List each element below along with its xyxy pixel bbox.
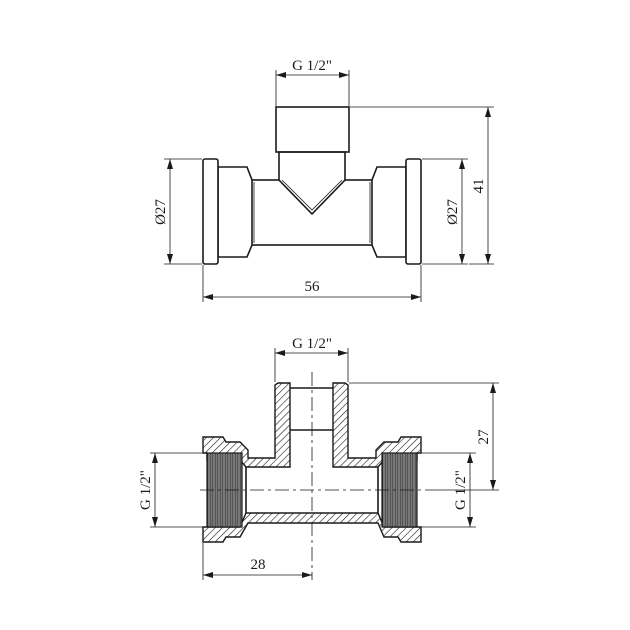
- dim-height: 41: [350, 106, 494, 265]
- label-section-branch-thread: G 1/2": [292, 336, 332, 352]
- dim-half-length: 28: [202, 543, 312, 580]
- dim-right-diameter: Ø27: [422, 158, 468, 265]
- label-left-thread: G 1/2": [138, 470, 154, 510]
- dim-length: 56: [202, 265, 422, 302]
- label-half-length: 28: [251, 557, 266, 573]
- dim-left-diameter: Ø27: [153, 158, 202, 265]
- tee-section: [200, 372, 425, 580]
- dim-left-thread: G 1/2": [138, 452, 206, 528]
- dim-top-branch-thread: G 1/2": [275, 58, 350, 106]
- label-height: 41: [471, 179, 487, 194]
- label-left-diameter: Ø27: [153, 199, 169, 225]
- label-right-diameter: Ø27: [445, 199, 461, 225]
- label-branch-height: 27: [476, 429, 492, 445]
- section-view: G 1/2" G 1/2" G 1/2" 27 28: [138, 336, 499, 580]
- label-length: 56: [305, 279, 321, 295]
- dim-section-branch-thread: G 1/2": [274, 336, 349, 382]
- label-top-branch-thread: G 1/2": [292, 58, 332, 74]
- dim-branch-height: 27: [349, 382, 499, 491]
- tee-outline: [202, 106, 422, 265]
- top-view: G 1/2" Ø27 Ø27 41 56: [153, 58, 494, 302]
